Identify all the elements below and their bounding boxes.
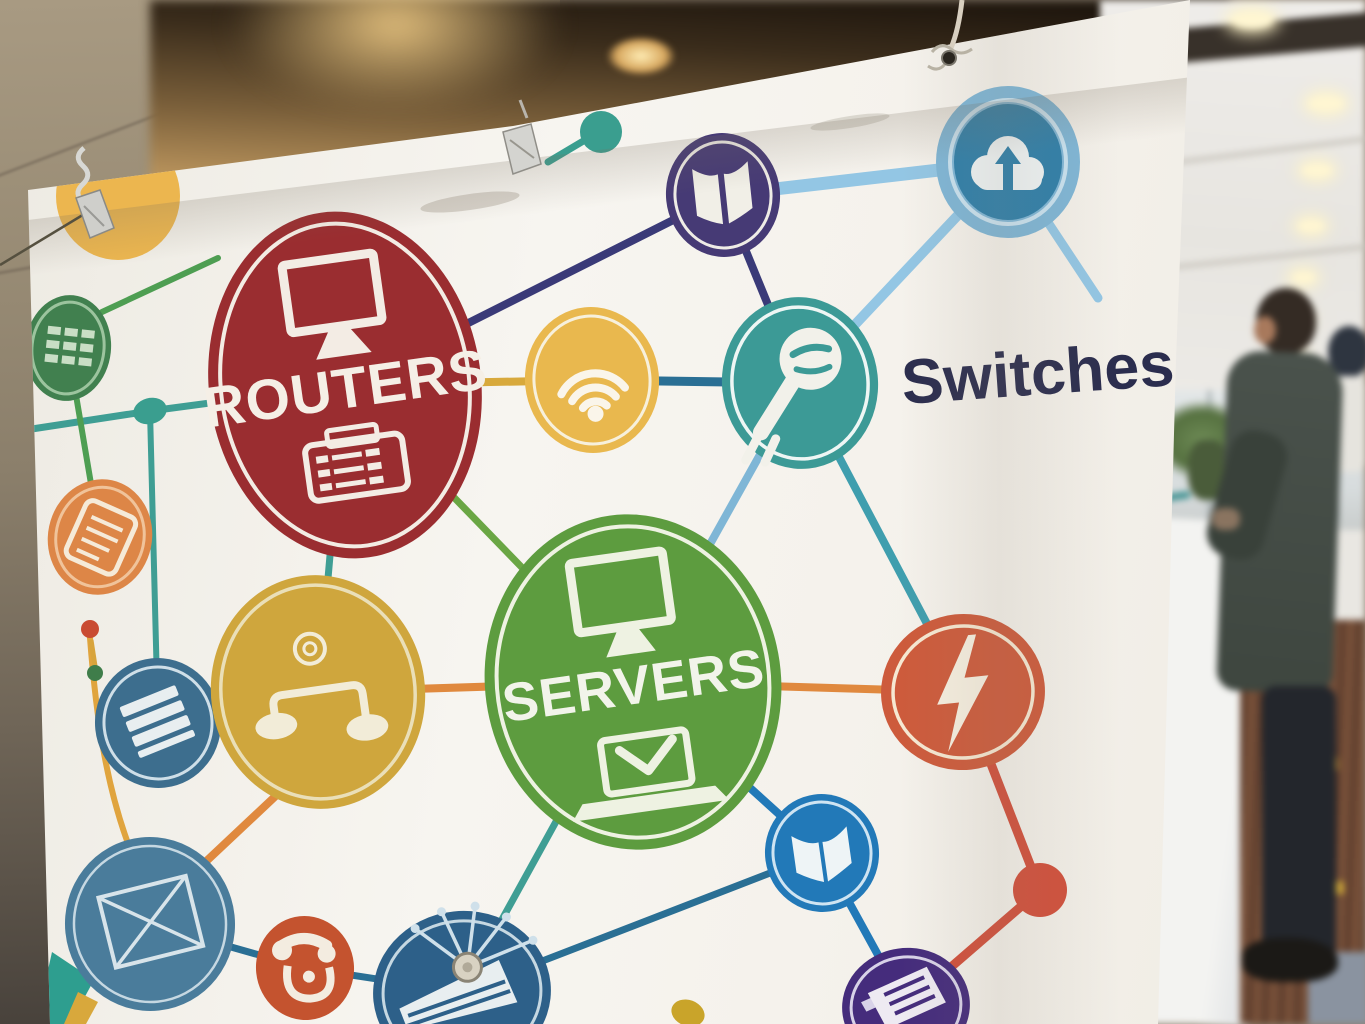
sensor-ring: [381, 919, 543, 1024]
document-circle: [47, 479, 153, 595]
paper-stack-node: [94, 658, 222, 788]
laptop-check-icon: [572, 726, 730, 822]
hub-ring: [219, 583, 417, 801]
open-book-icon: [692, 161, 753, 225]
servers-node: SERVERS: [484, 514, 782, 850]
key-icon: [741, 327, 842, 467]
person-hand-phone: [1212, 508, 1240, 530]
cloud-ring: [948, 98, 1068, 226]
pin-stem: [88, 639, 98, 667]
lightning-bolt-icon: [937, 634, 989, 752]
open-book-blue-node: [764, 794, 880, 912]
network-link-icon: [255, 681, 389, 741]
document-icon: [63, 498, 139, 577]
red-junction-node: [1013, 863, 1067, 917]
wifi-circle: [524, 307, 660, 453]
book-circle: [764, 794, 880, 912]
banner-wrinkle: [810, 113, 890, 131]
open-book-icon: [791, 826, 852, 882]
switches-node: [721, 297, 879, 469]
paper-stack-icon: [119, 685, 195, 758]
routers-circle: [208, 211, 482, 559]
server-rack-node: [28, 295, 112, 401]
switches-label: Switches: [899, 329, 1176, 418]
wifi-ring: [532, 314, 652, 446]
recessed-light: [1230, 12, 1274, 29]
cloud-upload-icon: [971, 136, 1044, 190]
monitor-icon: [277, 248, 387, 360]
paper-stack-ring: [102, 665, 214, 781]
network-hub-node: [210, 575, 426, 809]
sensor-node: [373, 901, 551, 1024]
recessed-light: [1298, 220, 1324, 232]
wifi-node: [524, 307, 660, 453]
switches-ring: [730, 305, 870, 461]
book-ring: [771, 800, 873, 906]
envelope-icon: [95, 873, 206, 971]
open-book-ring: [673, 140, 773, 250]
target-icon: [292, 631, 327, 666]
router-device-icon: [302, 421, 411, 504]
letter-stack-icon: [861, 966, 946, 1024]
teal-junction-node: [133, 397, 167, 425]
letter-node: [842, 947, 970, 1024]
teal-pin-head: [580, 111, 622, 153]
paper-stack-circle: [94, 658, 222, 788]
routers-node: ROUTERS: [200, 211, 491, 559]
phone-node: [255, 916, 355, 1020]
green-pin: [87, 665, 103, 681]
recessed-light: [1308, 96, 1344, 111]
ceiling-downlight: [606, 36, 676, 76]
open-book-purple-node: [665, 133, 781, 257]
yellow-dot-node: [671, 999, 705, 1024]
servers-ring: [494, 524, 772, 840]
banner-wrinkle: [420, 191, 520, 213]
person-trousers: [1262, 686, 1336, 962]
wifi-icon: [557, 369, 629, 422]
recessed-light: [1302, 164, 1332, 177]
envelope-node: [64, 837, 236, 1011]
person-face: [1254, 316, 1276, 344]
person-shoes: [1242, 938, 1338, 982]
servers-circle: [484, 514, 782, 850]
cloud-upload-node: [936, 86, 1080, 238]
monitor-icon: [564, 546, 676, 658]
document-node: [47, 479, 153, 595]
envelope-ring: [72, 844, 228, 1004]
lightning-ring: [891, 624, 1035, 760]
rotary-phone-icon: [272, 933, 336, 1003]
server-rack-icon: [44, 325, 95, 367]
red-pin: [81, 620, 99, 638]
recessed-light: [1292, 272, 1315, 283]
sensor-pins-icon: [399, 901, 538, 1024]
corner-yellow-wedge: [64, 992, 98, 1024]
document-ring: [54, 485, 146, 589]
routers-ring: [218, 221, 472, 549]
pin-stem: [544, 136, 589, 166]
open-book-circle: [665, 133, 781, 257]
rack-ring: [30, 300, 106, 396]
lightning-node: [881, 613, 1045, 771]
letter-ring: [849, 955, 963, 1024]
phone-circle: [255, 916, 355, 1020]
connection-line: [99, 255, 221, 315]
